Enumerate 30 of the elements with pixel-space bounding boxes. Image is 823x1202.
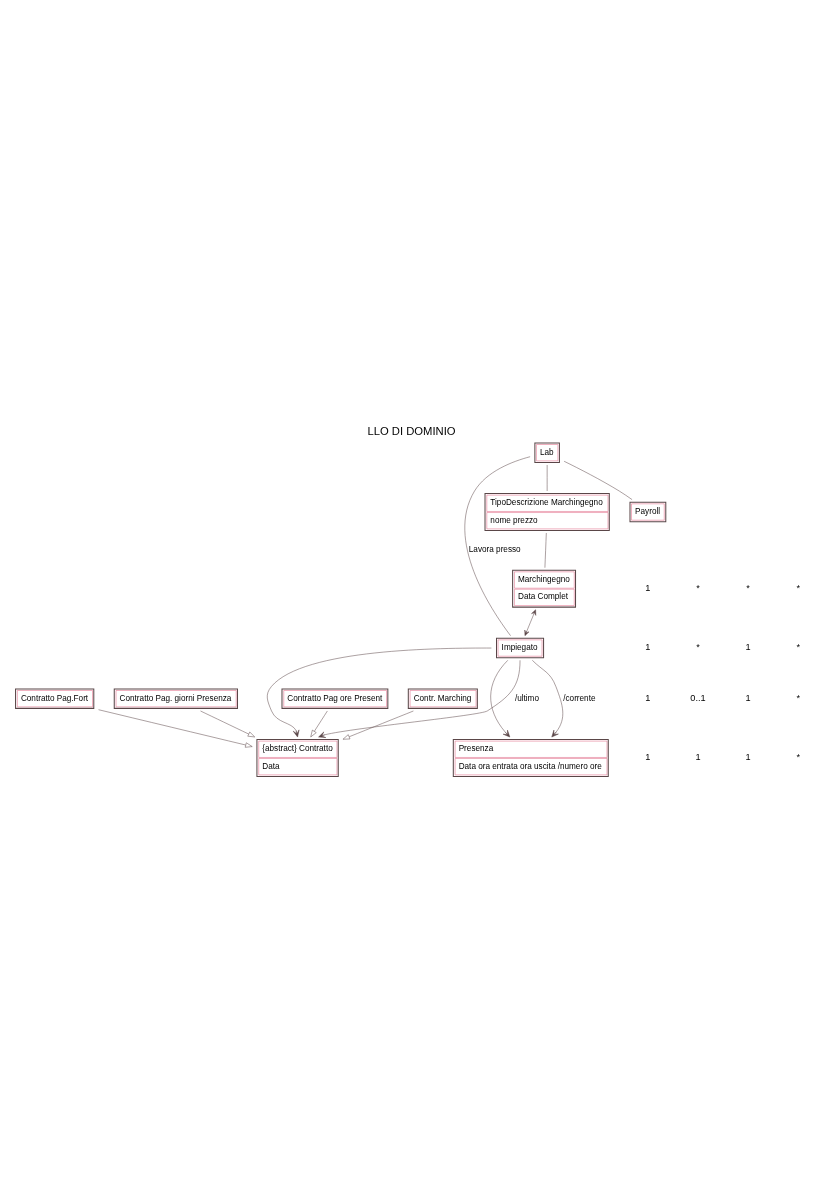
label: *: [696, 582, 700, 593]
label: 1: [745, 692, 751, 703]
label: *: [796, 692, 801, 703]
arrow: [267, 647, 492, 737]
label: *: [796, 751, 801, 762]
label: 1: [645, 641, 651, 652]
arrow: [532, 659, 564, 737]
arrow: [342, 710, 414, 739]
arrow: [98, 708, 253, 748]
diagram-title: LLO DI DOMINIO: [367, 424, 456, 437]
label: 1: [745, 641, 751, 652]
edge-label: Lavora presso: [468, 544, 521, 554]
edge-label: /ultimo: [514, 693, 539, 703]
arrow: [318, 659, 521, 738]
arrow: [310, 710, 328, 737]
label: *: [796, 582, 801, 593]
edge-label: /corrente: [563, 693, 596, 703]
arrow: [524, 609, 537, 636]
arrow: [490, 659, 511, 737]
label: 0..1: [690, 692, 706, 703]
label: 1: [645, 582, 651, 593]
label: 1: [695, 751, 701, 762]
arrow: [200, 710, 255, 737]
label: *: [746, 582, 750, 593]
connector: [546, 464, 548, 491]
label: *: [696, 641, 700, 652]
label: *: [796, 641, 801, 652]
label: 1: [645, 692, 651, 703]
label: 1: [745, 751, 751, 762]
label: 1: [645, 751, 651, 762]
